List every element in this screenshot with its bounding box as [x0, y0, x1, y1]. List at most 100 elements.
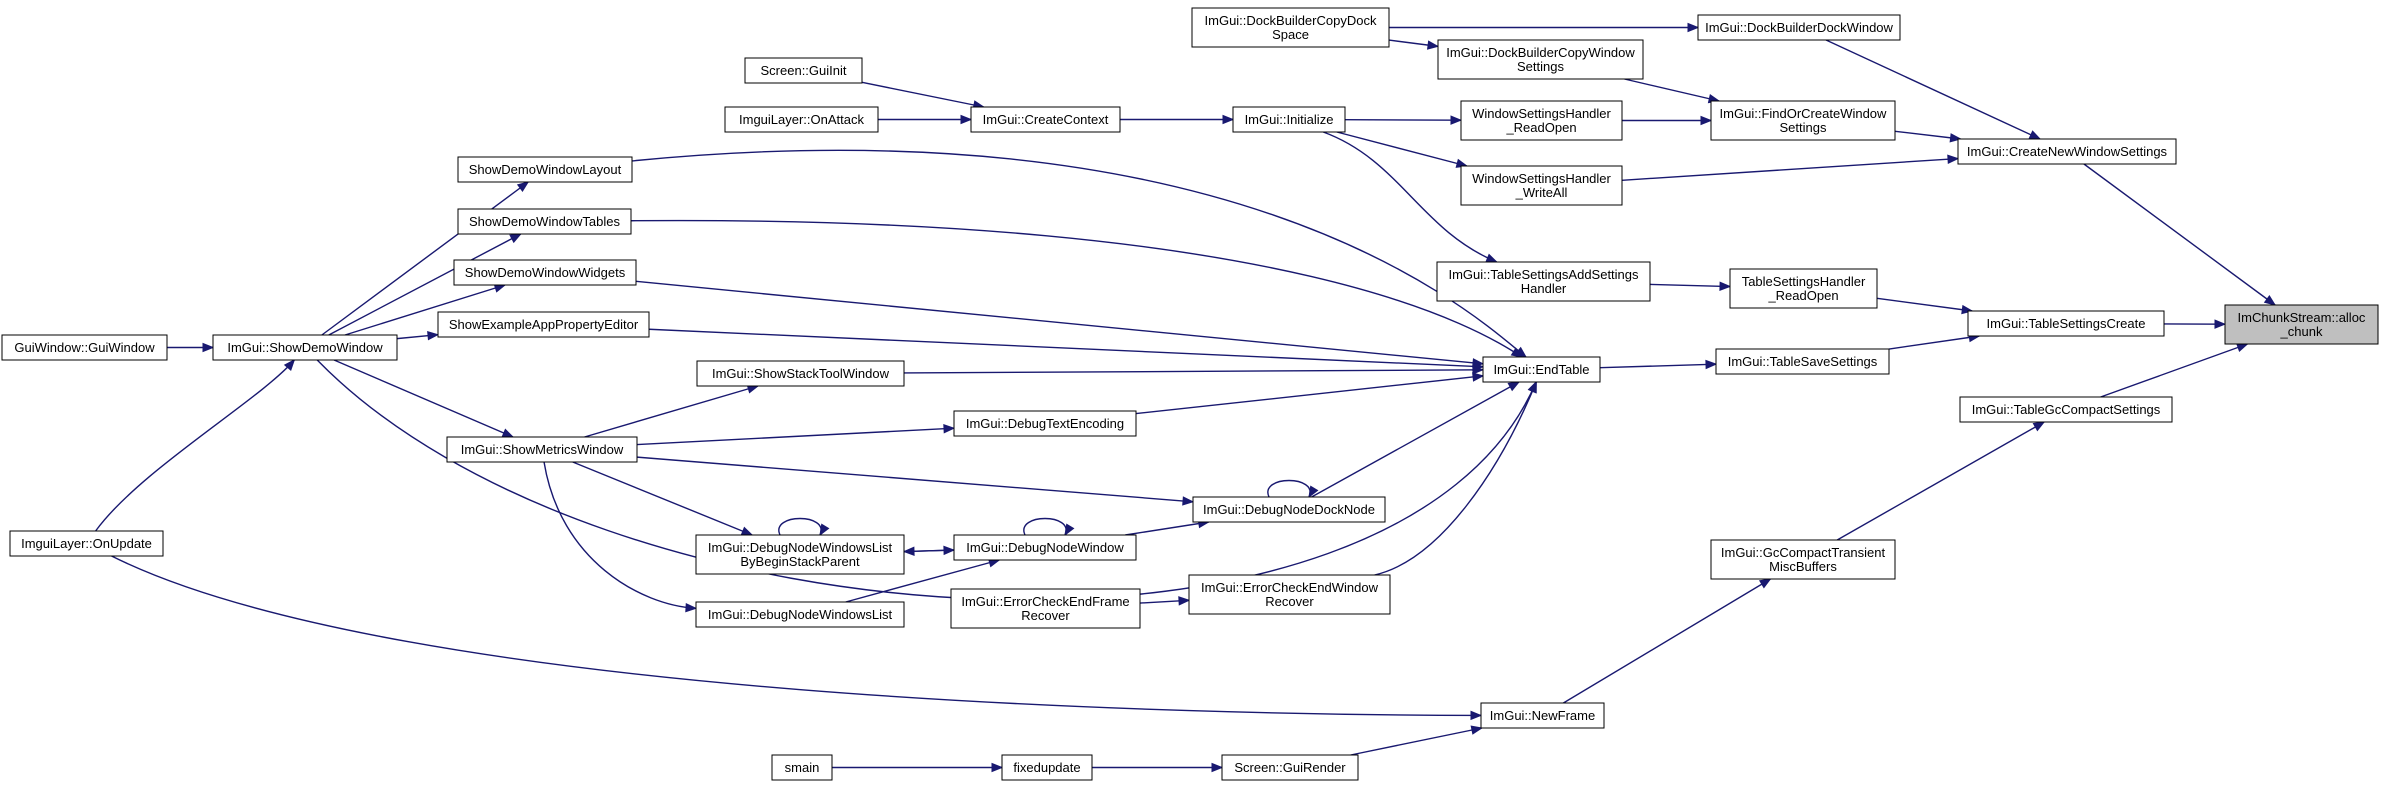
node-box — [212, 334, 398, 361]
node-create-context[interactable]: ImGui::CreateContext — [970, 106, 1121, 133]
node-gui-window[interactable]: GuiWindow::GuiWindow — [1, 334, 168, 361]
node-table-settings-create[interactable]: ImGui::TableSettingsCreate — [1967, 310, 2165, 337]
node-label: ImGui::DebugNodeWindowsList — [708, 607, 893, 622]
node-label: ImGui::EndTable — [1493, 362, 1589, 377]
node-box — [437, 311, 650, 338]
node-box — [453, 259, 637, 286]
node-tsh-read-open[interactable]: TableSettingsHandler_ReadOpen — [1729, 268, 1878, 309]
edge-DebugNodeWindow-to-DebugNodeWindowsListByBegin-arrowhead — [902, 546, 915, 556]
node-show-demo-window-widgets[interactable]: ShowDemoWindowWidgets — [453, 259, 637, 286]
node-label: _ReadOpen — [1767, 288, 1838, 303]
node-label: Space — [1272, 27, 1309, 42]
node-label: ImGui::Initialize — [1245, 112, 1334, 127]
edge-DebugNodeWindowsListByBegin-to-DebugNodeWindowsListByBegin-arrowhead — [819, 523, 830, 537]
node-box — [1232, 106, 1346, 133]
node-label: Screen::GuiInit — [761, 63, 847, 78]
edge-Initialize-to-TableSettingsAddSettingsHandler — [1323, 131, 1498, 263]
node-label: MiscBuffers — [1769, 559, 1837, 574]
edge-ShowMetricsWindow-to-DebugNodeWindowsList-arrowhead — [685, 602, 698, 613]
node-initialize[interactable]: ImGui::Initialize — [1232, 106, 1346, 133]
node-smain[interactable]: smain — [771, 754, 833, 781]
node-show-metrics-window[interactable]: ImGui::ShowMetricsWindow — [446, 436, 638, 463]
node-label: ImguiLayer::OnAttack — [739, 112, 864, 127]
edge-GcCompactTransientMiscBuffers-to-TableGcCompactSettings-arrowhead — [2032, 421, 2046, 432]
node-alloc-chunk[interactable]: ImChunkStream::alloc_chunk — [2224, 304, 2379, 345]
edge-DockBuilderCopyWindowSettings-to-FindOrCreateWindowSettings — [1624, 78, 1720, 102]
node-label: WindowSettingsHandler — [1472, 106, 1611, 121]
node-label: ImGui::DebugNodeWindowsList — [708, 540, 893, 555]
node-fixedupdate[interactable]: fixedupdate — [1001, 754, 1093, 781]
edge-ShowDemoWindow-to-ShowMetricsWindow — [333, 359, 514, 438]
node-table-gc-compact-settings[interactable]: ImGui::TableGcCompactSettings — [1959, 396, 2173, 423]
edge-OnAttack-to-CreateContext-arrowhead — [960, 114, 973, 125]
edge-FindOrCreateWindowSettings-to-CreateNewWindowSettings — [1894, 130, 1961, 140]
node-label: _ReadOpen — [1505, 120, 1576, 135]
node-debug-node-dock-node[interactable]: ImGui::DebugNodeDockNode — [1192, 496, 1386, 523]
node-box — [724, 106, 879, 133]
edge-DockBuilderDockWindow-to-CreateNewWindowSettings — [1825, 39, 2041, 140]
node-show-stack-tool-window[interactable]: ImGui::ShowStackToolWindow — [696, 360, 905, 387]
node-label: ImGui::TableGcCompactSettings — [1972, 402, 2161, 417]
edge-DebugNodeWindowsListByBegin-to-DebugNodeWindowsListByBegin — [778, 517, 822, 536]
node-label: ImGui::FindOrCreateWindow — [1720, 106, 1887, 121]
node-label: ImGui::DebugTextEncoding — [966, 416, 1124, 431]
edge-ErrorCheckEndWindowRecover-to-EndTable-arrowhead — [1527, 380, 1537, 394]
node-label: ImChunkStream::alloc — [2238, 310, 2366, 325]
node-show-example-app-property-editor[interactable]: ShowExampleAppPropertyEditor — [437, 311, 650, 338]
edge-OnUpdate-to-ShowDemoWindow — [95, 359, 295, 532]
node-label: ShowDemoWindowWidgets — [465, 265, 626, 280]
node-debug-node-window[interactable]: ImGui::DebugNodeWindow — [953, 534, 1137, 561]
node-on-update[interactable]: ImguiLayer::OnUpdate — [9, 530, 164, 557]
edge-CreateContext-to-Initialize-arrowhead — [1222, 114, 1235, 125]
edge-EndTable-to-TableSaveSettings-arrowhead — [1705, 359, 1718, 370]
node-gui-render[interactable]: Screen::GuiRender — [1221, 754, 1359, 781]
node-new-frame[interactable]: ImGui::NewFrame — [1480, 702, 1605, 729]
node-debug-node-windows-list[interactable]: ImGui::DebugNodeWindowsList — [695, 601, 905, 628]
node-show-demo-window[interactable]: ImGui::ShowDemoWindow — [212, 334, 398, 361]
edge-TableGcCompactSettings-to-alloc_chunk — [2100, 343, 2248, 398]
node-label: Handler — [1521, 281, 1567, 296]
node-debug-node-windows-list-by-begin[interactable]: ImGui::DebugNodeWindowsListByBeginStackP… — [695, 534, 905, 575]
node-table-save-settings[interactable]: ImGui::TableSaveSettings — [1715, 348, 1890, 375]
edge-Initialize-to-WSH_ReadOpen-arrowhead — [1450, 115, 1463, 125]
node-label: ImGui::DockBuilderCopyDock — [1205, 13, 1377, 28]
node-end-table[interactable]: ImGui::EndTable — [1482, 356, 1601, 383]
node-create-new-window-settings[interactable]: ImGui::CreateNewWindowSettings — [1957, 138, 2177, 165]
node-wsh-read-open[interactable]: WindowSettingsHandler_ReadOpen — [1460, 100, 1623, 141]
node-box — [1191, 7, 1390, 48]
node-label: ImGui::ShowDemoWindow — [227, 340, 383, 355]
node-show-demo-window-tables[interactable]: ShowDemoWindowTables — [457, 208, 632, 235]
node-on-attack[interactable]: ImguiLayer::OnAttack — [724, 106, 879, 133]
node-label: ImGui::GcCompactTransient — [1721, 545, 1886, 560]
node-box — [1460, 100, 1623, 141]
edge-ShowDemoWindow-to-ShowMetricsWindow-arrowhead — [501, 428, 515, 438]
edge-GuiInit-to-CreateContext — [861, 81, 984, 108]
node-box — [744, 57, 863, 84]
edge-CreateNewWindowSettings-to-alloc_chunk — [2083, 163, 2276, 306]
node-box — [696, 360, 905, 387]
node-show-demo-window-layout[interactable]: ShowDemoWindowLayout — [457, 156, 633, 183]
node-debug-text-encoding[interactable]: ImGui::DebugTextEncoding — [953, 410, 1137, 437]
edge-GuiRender-to-NewFrame — [1350, 727, 1482, 756]
edge-TableSettingsAddSettingsHandler-to-TSH_ReadOpen — [1649, 283, 1731, 288]
node-wsh-write-all[interactable]: WindowSettingsHandler_WriteAll — [1460, 165, 1623, 206]
node-label: Recover — [1265, 594, 1314, 609]
node-box — [771, 754, 833, 781]
node-dock-builder-dock-window[interactable]: ImGui::DockBuilderDockWindow — [1697, 14, 1901, 41]
edge-EndTable-to-TableSaveSettings — [1599, 363, 1717, 369]
node-label: ByBeginStackParent — [740, 554, 860, 569]
node-label: _chunk — [2280, 324, 2323, 339]
edge-ShowStackToolWindow-to-EndTable-arrowhead — [1472, 365, 1485, 375]
edge-ShowExampleAppPropertyEditor-to-EndTable — [648, 328, 1484, 368]
edge-fixedupdate-to-GuiRender-arrowhead — [1211, 762, 1224, 773]
node-gui-init[interactable]: Screen::GuiInit — [744, 57, 863, 84]
edge-DockBuilderCopyDockSpace-to-DockBuilderDockWindow-arrowhead — [1687, 22, 1700, 33]
node-box — [457, 156, 633, 183]
